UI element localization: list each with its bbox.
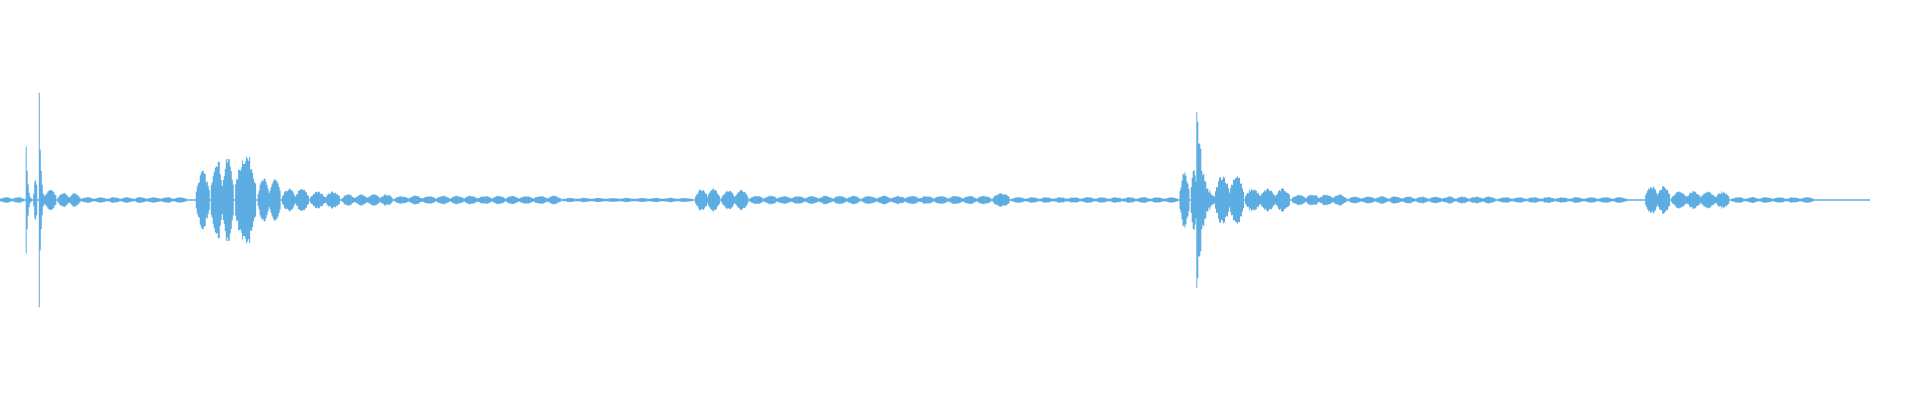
waveform-burst (0, 197, 25, 203)
waveform-burst (1190, 170, 1197, 230)
waveform-burst (1215, 176, 1244, 224)
waveform-burst (394, 195, 562, 205)
waveform-trace (0, 92, 1870, 308)
waveform-burst (1497, 197, 1628, 203)
waveform-burst (341, 194, 393, 206)
waveform-burst (257, 178, 281, 222)
waveform-burst (749, 195, 861, 205)
waveform-burst (79, 197, 187, 203)
waveform-burst (281, 188, 309, 212)
waveform-burst (195, 170, 210, 230)
waveform-burst (562, 197, 693, 203)
waveform-burst (1196, 111, 1216, 289)
waveform-burst (33, 180, 38, 220)
waveform-burst (721, 189, 749, 211)
waveform-burst (1011, 197, 1179, 203)
waveform-burst (1291, 194, 1347, 206)
waveform-burst (695, 188, 721, 212)
waveform-burst (235, 156, 257, 244)
waveform-burst (1244, 188, 1290, 212)
waveform-burst (57, 192, 81, 208)
waveform-burst (1645, 186, 1671, 214)
waveform-burst (210, 159, 234, 241)
waveform-burst (25, 146, 32, 254)
waveform-burst (861, 195, 992, 205)
waveform-burst (44, 189, 57, 211)
waveform-burst (1731, 197, 1815, 203)
waveform-burst (992, 193, 1010, 207)
waveform-burst (309, 191, 340, 209)
waveform-burst (38, 92, 45, 308)
waveform-burst (1671, 191, 1730, 209)
waveform-burst (1179, 172, 1190, 228)
waveform-burst (1347, 196, 1496, 204)
